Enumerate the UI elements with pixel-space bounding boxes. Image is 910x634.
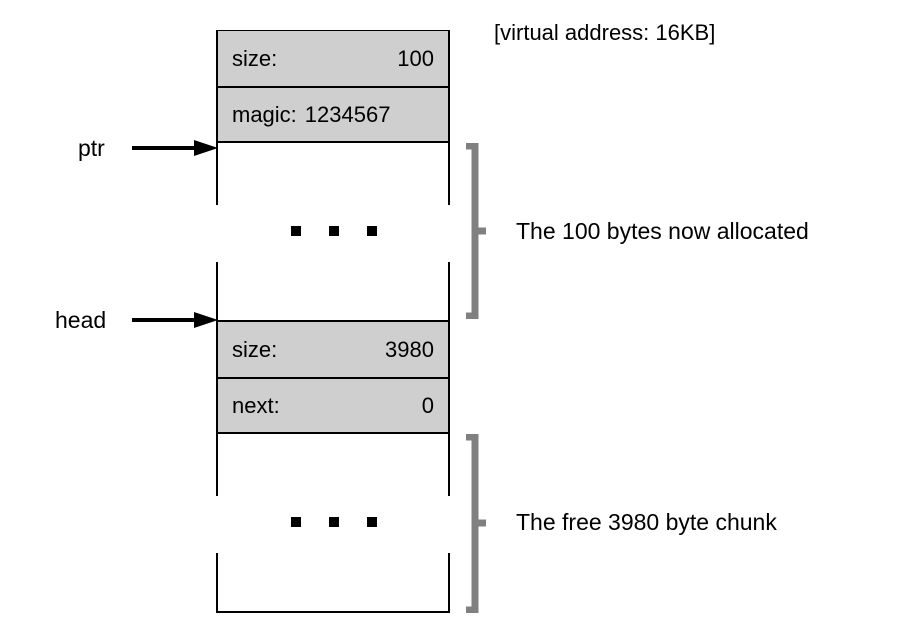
field-value-magic: 1234567 (304, 101, 391, 127)
bracket-allocated (466, 143, 486, 319)
pointer-label-head: head (55, 307, 107, 333)
ellipsis-dot (291, 226, 301, 236)
ellipsis-dot (291, 517, 301, 527)
ellipsis-dot (329, 517, 339, 527)
ellipsis-dots-free (291, 517, 377, 527)
field-value-size: 100 (397, 45, 434, 71)
pointer-label-ptr: ptr (78, 135, 105, 161)
ellipsis-dot (367, 226, 377, 236)
header-row-next: next: 0 (216, 379, 450, 434)
annotation-free: The free 3980 byte chunk (516, 509, 777, 535)
outline-gap-free-right (448, 496, 456, 553)
virtual-address-note: [virtual address: 16KB] (494, 20, 716, 45)
ellipsis-dot (367, 517, 377, 527)
outline-gap-allocated-right (448, 205, 456, 262)
field-key-size-free: size: (232, 336, 278, 362)
field-value-size-free: 3980 (385, 336, 434, 362)
field-key-magic: magic: (232, 101, 297, 127)
outline-gap-free-left (214, 496, 222, 553)
header-row-size-3980: size: 3980 (216, 320, 450, 379)
field-key-next: next: (232, 392, 280, 418)
arrow-icon-ptr (132, 140, 218, 156)
ellipsis-dots-allocated (291, 226, 377, 236)
ellipsis-dot (329, 226, 339, 236)
header-row-size-100: size: 100 (216, 31, 450, 88)
arrow-icon-head (132, 312, 218, 328)
bracket-free (466, 434, 486, 613)
header-row-magic: magic: 1234567 (216, 88, 450, 143)
outline-gap-allocated-left (214, 205, 222, 262)
annotation-allocated: The 100 bytes now allocated (516, 218, 809, 244)
field-key-size: size: (232, 45, 278, 71)
field-value-next: 0 (421, 392, 434, 418)
